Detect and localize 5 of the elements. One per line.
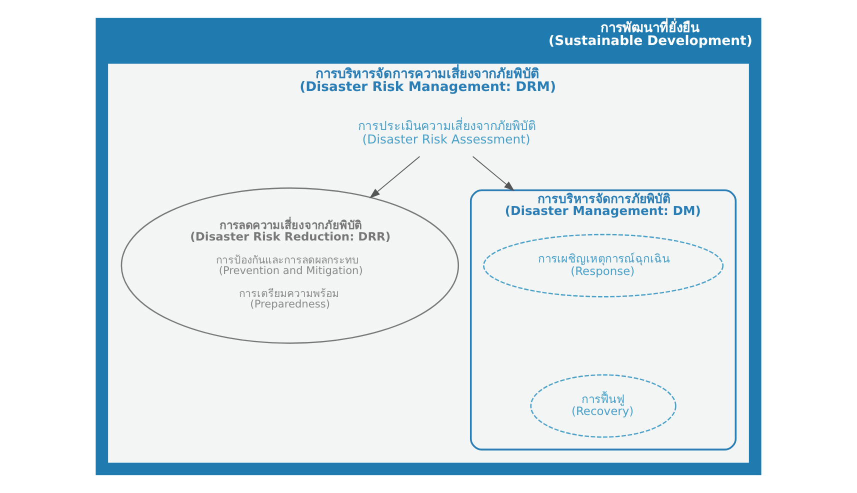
arrow (472, 156, 515, 192)
node-ellipse: การเผชิญเหตุการณ์ฉุกเฉิน (Response) (482, 234, 724, 298)
node-text: การประเมินความเสี่ยงจากภัยพิบัติ (Disaster Risk Assessment) (358, 119, 536, 146)
node-ellipse: การฟื้นฟู (Recovery) (530, 374, 676, 438)
arrow (369, 156, 420, 198)
